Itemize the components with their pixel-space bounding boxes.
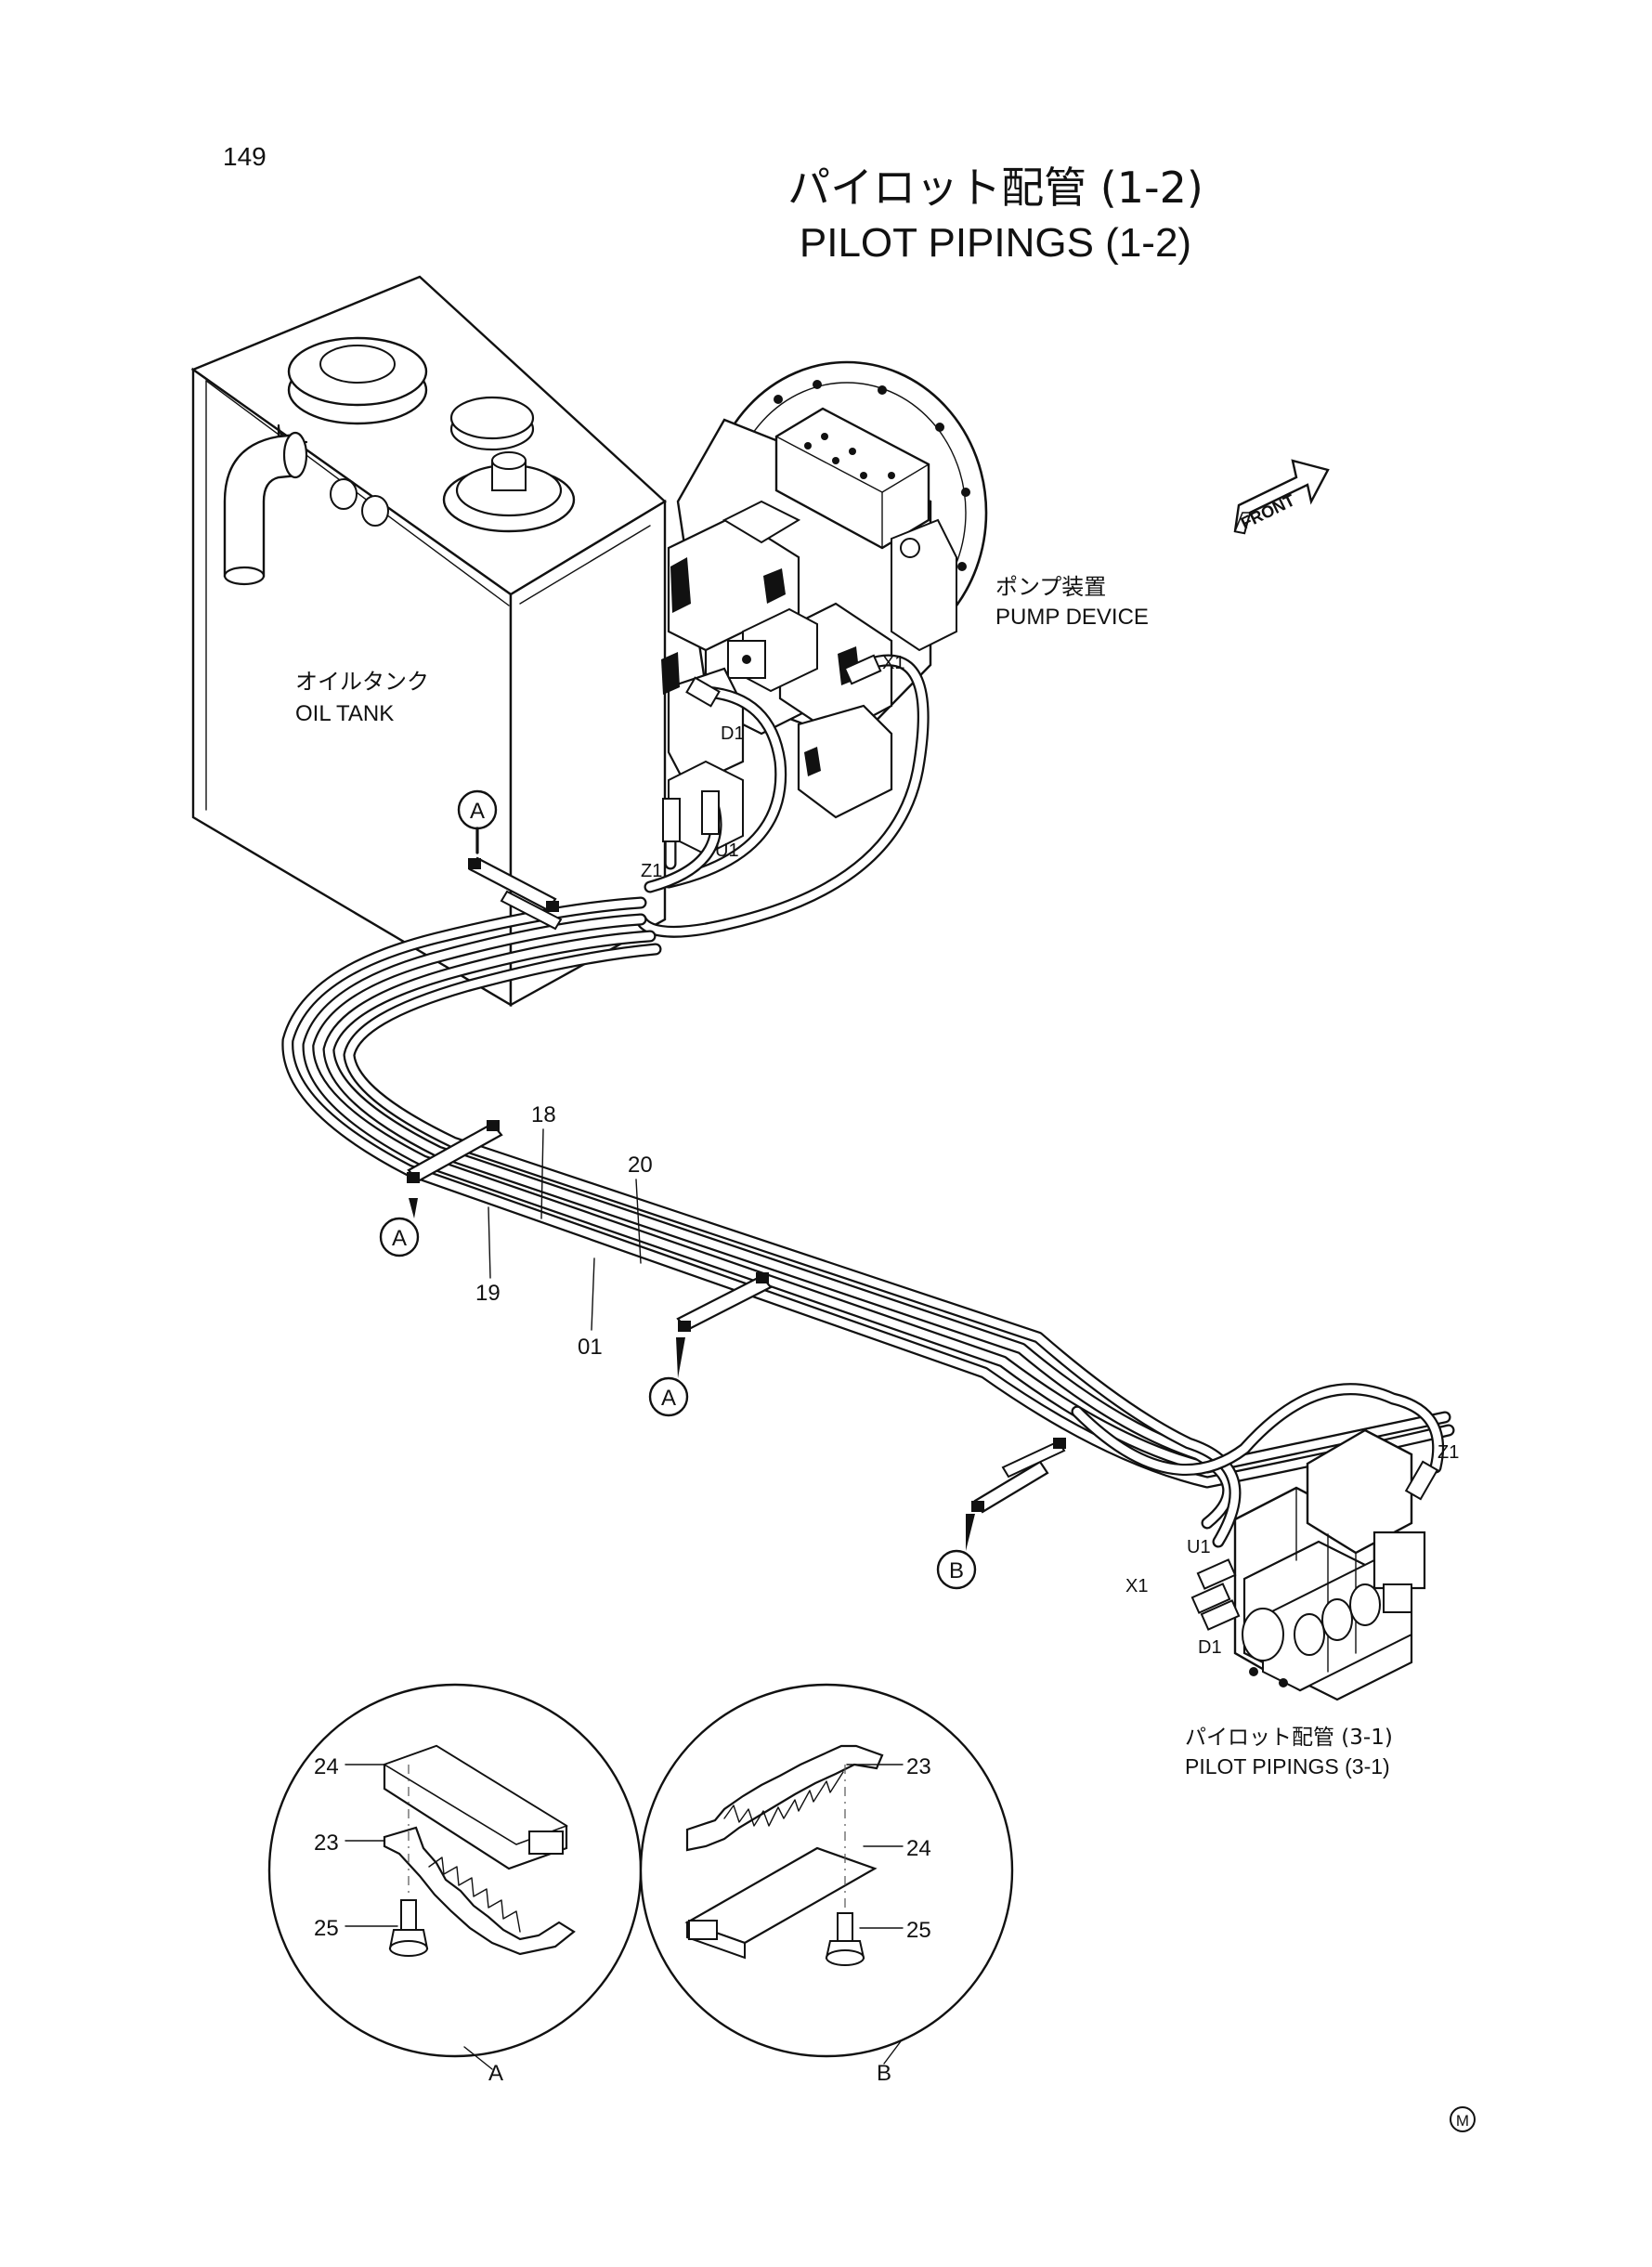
pump-port-x1: X1 <box>882 653 904 673</box>
svg-text:M: M <box>1456 2112 1469 2130</box>
part-number-20: 20 <box>628 1153 653 1178</box>
valve-port-u1: U1 <box>1187 1537 1211 1557</box>
pump-port-u1: U1 <box>715 840 739 861</box>
oil-tank-label-japanese: オイルタンク <box>295 669 429 695</box>
part-number-18: 18 <box>531 1102 556 1127</box>
valve-port-z1: Z1 <box>1437 1442 1459 1463</box>
hose-clamp-middle <box>676 1272 773 1332</box>
hose-clamp-tank <box>468 856 563 931</box>
pump-device-label-japanese: ポンプ装置 <box>995 574 1106 600</box>
title-japanese: パイロット配管 (1-2) <box>787 163 1203 213</box>
pump-port-z1: Z1 <box>641 861 662 881</box>
valve-port-d1: D1 <box>1198 1637 1222 1658</box>
pump-device-drawing <box>661 360 988 856</box>
detail-a-circle <box>267 1683 643 2070</box>
page-mark: M <box>1450 2106 1476 2132</box>
clamp-callout-a-middle: A <box>648 1337 689 1417</box>
pilot-hose-bundle <box>281 896 1455 1548</box>
clamp-callout-a-tank: A <box>457 789 498 854</box>
clamp-callout-b: B <box>936 1514 977 1590</box>
pump-side-hoses <box>634 654 930 938</box>
page-number: 149 <box>223 142 267 171</box>
svg-text:B: B <box>949 1558 964 1583</box>
front-direction-arrow: FRONT <box>1233 459 1330 535</box>
valve-port-x1: X1 <box>1125 1576 1148 1596</box>
part-number-01: 01 <box>578 1335 603 1360</box>
control-valve-drawing <box>1190 1428 1439 1701</box>
detail-a-part-24: 24 <box>314 1754 339 1779</box>
detail-a-part-25: 25 <box>314 1916 339 1941</box>
svg-text:A: A <box>392 1226 407 1251</box>
svg-text:A: A <box>470 799 485 824</box>
detail-b-label: B <box>877 2061 891 2086</box>
svg-text:A: A <box>661 1386 676 1411</box>
clamp-callout-a-left: A <box>379 1198 420 1257</box>
continuation-label-japanese: パイロット配管 (3-1) <box>1185 1726 1393 1750</box>
detail-b-circle <box>639 1683 1014 2065</box>
part-number-19: 19 <box>475 1281 501 1306</box>
title-english: PILOT PIPINGS (1-2) <box>800 220 1191 266</box>
detail-a-label: A <box>488 2061 503 2086</box>
continuation-label-english: PILOT PIPINGS (3-1) <box>1185 1754 1390 1778</box>
detail-b-part-25: 25 <box>906 1918 931 1943</box>
detail-b-part-24: 24 <box>906 1836 931 1861</box>
part-leader-lines <box>488 1128 642 1331</box>
pump-device-label-english: PUMP DEVICE <box>995 605 1149 630</box>
hose-clamp-right <box>971 1438 1066 1514</box>
oil-tank-drawing <box>190 275 667 1008</box>
hose-clamp-left <box>407 1120 503 1183</box>
detail-b-part-23: 23 <box>906 1754 931 1779</box>
oil-tank-label-english: OIL TANK <box>295 701 394 726</box>
pump-port-d1: D1 <box>721 723 745 744</box>
detail-a-part-23: 23 <box>314 1831 339 1856</box>
